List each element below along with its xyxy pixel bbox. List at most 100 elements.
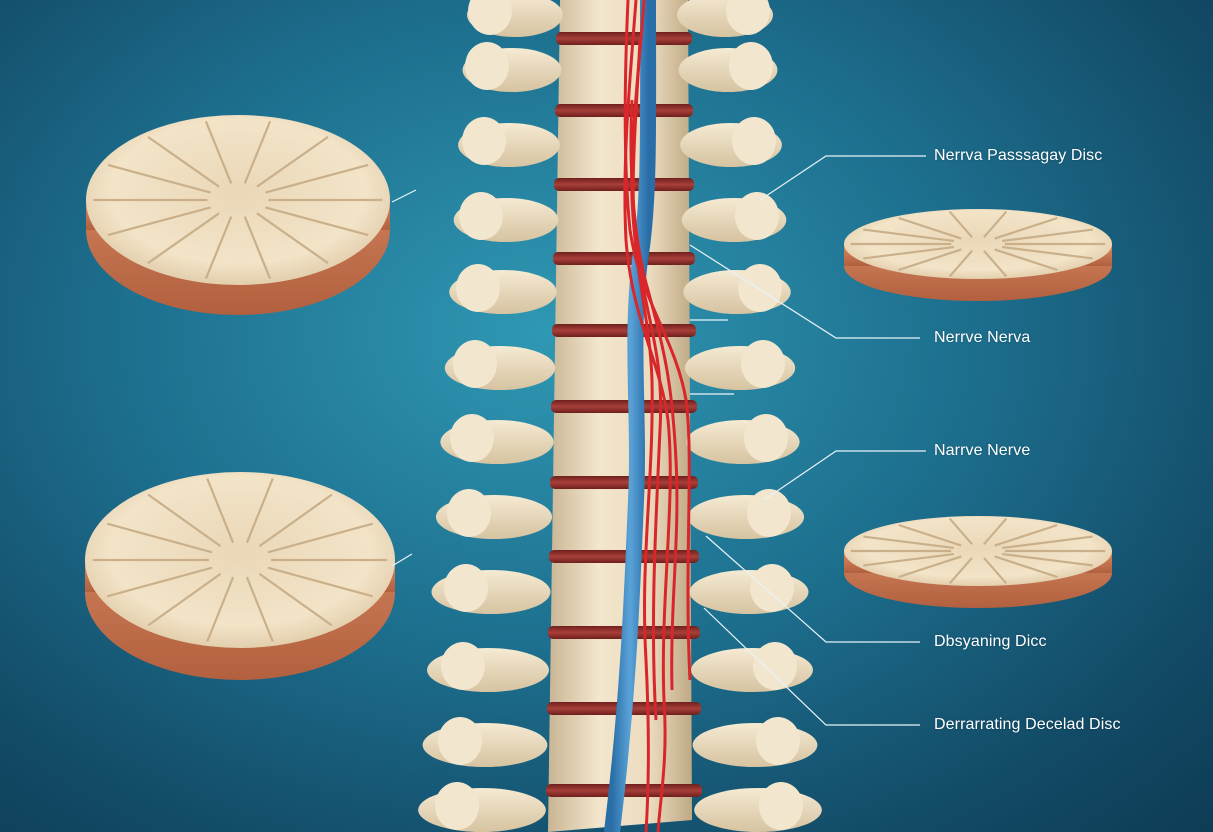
leader-line bbox=[689, 244, 920, 339]
disc-fissure bbox=[1002, 245, 1093, 260]
disc-fissure bbox=[983, 517, 1008, 545]
disc-surface bbox=[85, 472, 395, 648]
left-process-tip bbox=[468, 0, 512, 35]
disc-surface bbox=[86, 115, 390, 285]
vertebral-column bbox=[548, 0, 692, 832]
disc-fissure bbox=[1002, 228, 1093, 243]
right-process-tip bbox=[729, 42, 773, 90]
label-nerve-passage-disc: Nerrva Passsagay Disc bbox=[934, 147, 1103, 164]
disc-fissure bbox=[256, 135, 329, 188]
disc-fissure bbox=[147, 212, 220, 265]
left-process-tip bbox=[459, 192, 503, 240]
disc-surface bbox=[844, 209, 1112, 279]
disc-fissure bbox=[258, 572, 333, 627]
disc-fissure bbox=[994, 248, 1058, 272]
disc-fissure bbox=[994, 216, 1058, 240]
disc-fissure bbox=[863, 535, 954, 550]
disc-fissure bbox=[204, 216, 233, 280]
leader-line bbox=[759, 155, 926, 201]
disc-fissure bbox=[267, 522, 373, 554]
disc-fissure bbox=[863, 228, 954, 243]
right-process-tip bbox=[735, 192, 779, 240]
leader-line bbox=[763, 450, 926, 501]
label-narrve-nerve: Narrve Nerve bbox=[934, 442, 1031, 459]
disc-fissure bbox=[948, 557, 973, 585]
left-process-tip bbox=[453, 340, 497, 388]
disc-illustration bbox=[844, 209, 1112, 301]
disc-fissure bbox=[245, 576, 274, 642]
disc-fissure bbox=[983, 250, 1008, 278]
disc-fissure bbox=[1002, 552, 1093, 567]
disc-fissure bbox=[107, 206, 211, 237]
disc-fissure bbox=[994, 555, 1058, 579]
left-process-tip bbox=[462, 117, 506, 165]
right-process-tip bbox=[741, 340, 785, 388]
disc-surface bbox=[844, 516, 1112, 586]
left-process-tip bbox=[438, 717, 482, 765]
intervertebral-band bbox=[552, 324, 696, 337]
spinal-cord bbox=[604, 0, 657, 832]
disc-fissure bbox=[147, 493, 222, 548]
disc-fissure bbox=[898, 216, 962, 240]
disc-fissure bbox=[107, 163, 211, 194]
leader-line bbox=[705, 535, 920, 643]
leader-line bbox=[703, 607, 920, 726]
disc-fissure bbox=[147, 135, 220, 188]
disc-fissure bbox=[898, 523, 962, 547]
intervertebral-band bbox=[556, 32, 692, 45]
label-degenerating-disc: Derrarrating Decelad Disc bbox=[934, 716, 1121, 733]
label-dbsyaning-disc: Dbsyaning Dicc bbox=[934, 633, 1047, 650]
disc-fissure bbox=[258, 493, 333, 548]
disc-fissure bbox=[863, 552, 954, 567]
right-process-tip bbox=[759, 782, 803, 830]
disc-fissure bbox=[243, 120, 272, 184]
disc-fissure bbox=[206, 576, 235, 642]
right-process-tip bbox=[744, 414, 788, 462]
disc-fissure bbox=[948, 517, 973, 545]
disc-fissure bbox=[265, 163, 369, 194]
disc-fissure bbox=[206, 478, 235, 544]
label-nerve-nerva: Nerrve Nerva bbox=[934, 329, 1031, 346]
disc-fissure bbox=[983, 210, 1008, 238]
right-process-tip bbox=[756, 717, 800, 765]
right-process-tip bbox=[747, 489, 791, 537]
disc-fissure bbox=[898, 248, 962, 272]
disc-fissure bbox=[898, 555, 962, 579]
disc-fissure bbox=[265, 206, 369, 237]
intervertebral-band bbox=[550, 476, 698, 489]
leader-line bbox=[391, 189, 417, 203]
disc-fissure bbox=[204, 120, 233, 184]
disc-fissure bbox=[863, 245, 954, 260]
left-process-tip bbox=[441, 642, 485, 690]
disc-fissure bbox=[267, 566, 373, 598]
left-process-tip bbox=[444, 564, 488, 612]
left-process-tip bbox=[447, 489, 491, 537]
left-process-tip bbox=[456, 264, 500, 312]
nerve-fiber bbox=[631, 39, 663, 721]
right-process-tip bbox=[753, 642, 797, 690]
disc-fissure bbox=[245, 478, 274, 544]
right-process-tip bbox=[726, 0, 770, 35]
disc-fissure bbox=[948, 250, 973, 278]
disc-fissure bbox=[994, 523, 1058, 547]
right-process-tip bbox=[750, 564, 794, 612]
disc-illustration bbox=[85, 472, 395, 680]
intervertebral-band bbox=[549, 550, 699, 563]
disc-illustration bbox=[844, 516, 1112, 608]
nerve-fiber bbox=[623, 0, 692, 681]
intervertebral-band bbox=[553, 252, 695, 265]
disc-fissure bbox=[983, 557, 1008, 585]
disc-fissure bbox=[107, 566, 213, 598]
disc-fissure bbox=[243, 216, 272, 280]
right-process-tip bbox=[732, 117, 776, 165]
disc-fissure bbox=[1002, 535, 1093, 550]
right-process-tip bbox=[738, 264, 782, 312]
disc-illustration bbox=[86, 115, 390, 315]
leader-line bbox=[391, 553, 413, 567]
left-process-tip bbox=[465, 42, 509, 90]
disc-fissure bbox=[147, 572, 222, 627]
disc-fissure bbox=[107, 522, 213, 554]
disc-fissure bbox=[948, 210, 973, 238]
left-process-tip bbox=[435, 782, 479, 830]
